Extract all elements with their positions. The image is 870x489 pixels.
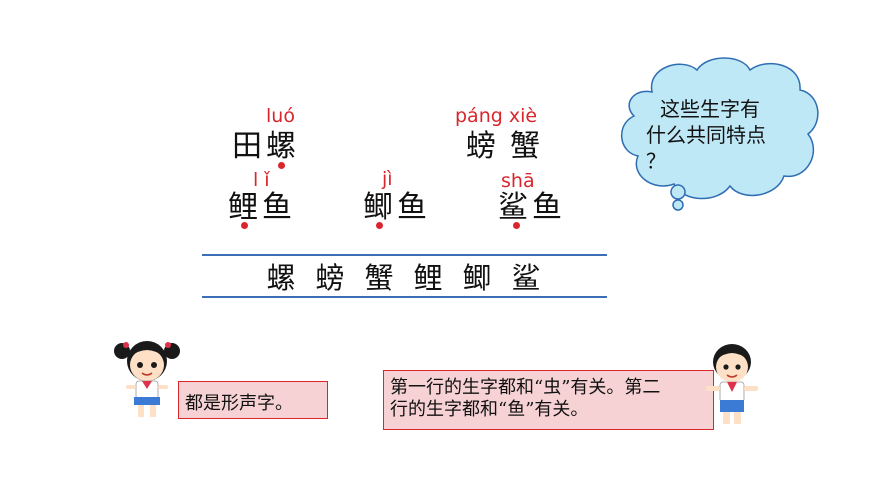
word-tianluo: 田螺 (232, 129, 300, 164)
pinyin-li: lǐ (253, 169, 276, 191)
question-line-3: ？ (646, 149, 666, 173)
boy-answer-box: 第一行的生字都和“虫”有关。第二 行的生字都和“鱼”有关。 (383, 370, 714, 430)
tone-dot (376, 222, 383, 229)
boy-answer-line-2: 行的生字都和“鱼”有关。 (390, 399, 589, 420)
girl-avatar-icon (114, 341, 180, 417)
question-line-1: 这些生字有 (660, 97, 760, 121)
boy-answer-line-1: 第一行的生字都和“虫”有关。第二 (390, 377, 661, 398)
question-line-2: 什么共同特点 (646, 123, 766, 147)
char-pang: 螃 (315, 261, 347, 295)
word-jiyu: 鲫鱼 (363, 190, 431, 225)
char-sha: 鲨 (511, 261, 543, 295)
pinyin-ji: jì (382, 168, 393, 190)
pinyin-luo: luó (266, 105, 295, 127)
word-pangxie: 螃蟹 (466, 129, 554, 164)
character-strip: 螺 螃 蟹 鲤 鲫 鲨 (202, 256, 607, 296)
top-rule (202, 254, 607, 256)
word-liyu: 鲤鱼 (228, 190, 296, 225)
pinyin-sha: shā (501, 170, 535, 192)
girl-answer-text: 都是形声字。 (185, 393, 293, 414)
girl-answer-box: 都是形声字。 (178, 381, 328, 419)
char-luo: 螺 (266, 261, 298, 295)
tone-dot (278, 162, 285, 169)
bottom-rule (202, 296, 607, 298)
tone-dot (241, 222, 248, 229)
word-shayu: 鲨鱼 (498, 190, 566, 225)
char-ji: 鲫 (462, 261, 494, 295)
boy-avatar-icon (706, 344, 758, 424)
char-li: 鲤 (413, 261, 445, 295)
thought-cloud-icon (620, 57, 819, 211)
pinyin-pangxie: páng xiè (455, 105, 538, 127)
tone-dot (513, 222, 520, 229)
char-xie: 蟹 (364, 261, 396, 295)
